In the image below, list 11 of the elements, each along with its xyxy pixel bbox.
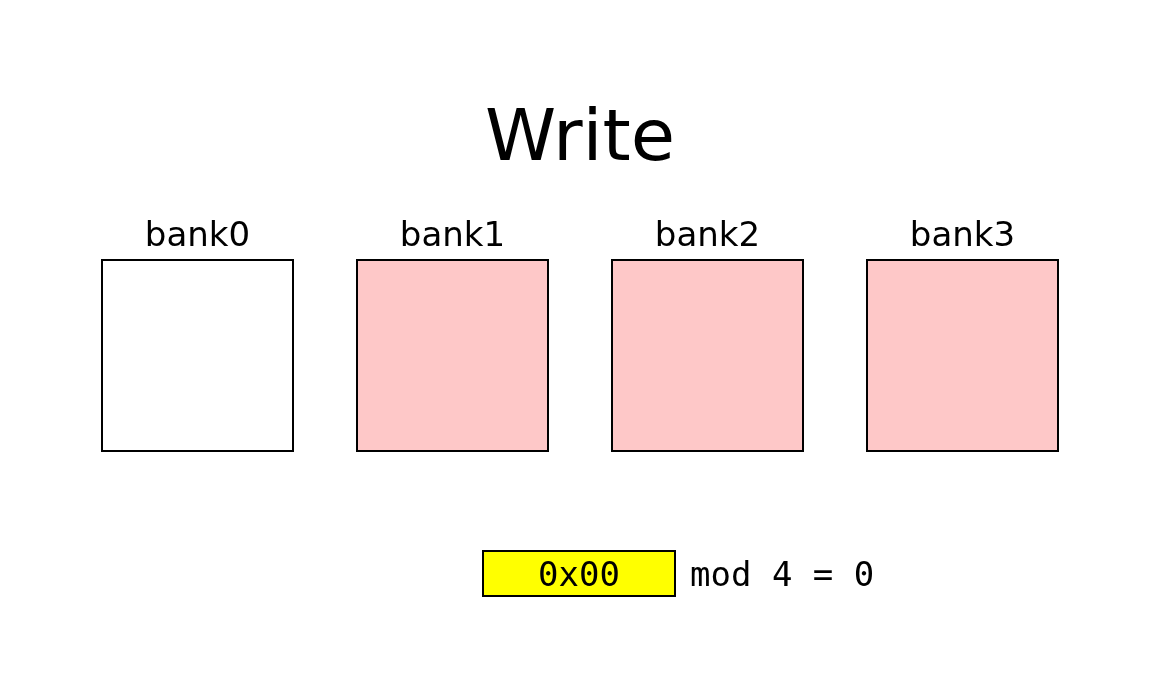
address-box: 0x00 xyxy=(482,550,676,597)
bank-label: bank2 xyxy=(653,214,762,254)
memory-bank-box xyxy=(866,259,1059,452)
bank-label: bank3 xyxy=(908,214,1017,254)
bank-label: bank1 xyxy=(398,214,507,254)
memory-bank-box xyxy=(356,259,549,452)
diagram-title: Write xyxy=(483,92,677,178)
memory-bank-box xyxy=(611,259,804,452)
modulo-expression: mod 4 = 0 xyxy=(690,553,875,594)
bank-label: bank0 xyxy=(143,214,252,254)
memory-bank-box xyxy=(101,259,294,452)
